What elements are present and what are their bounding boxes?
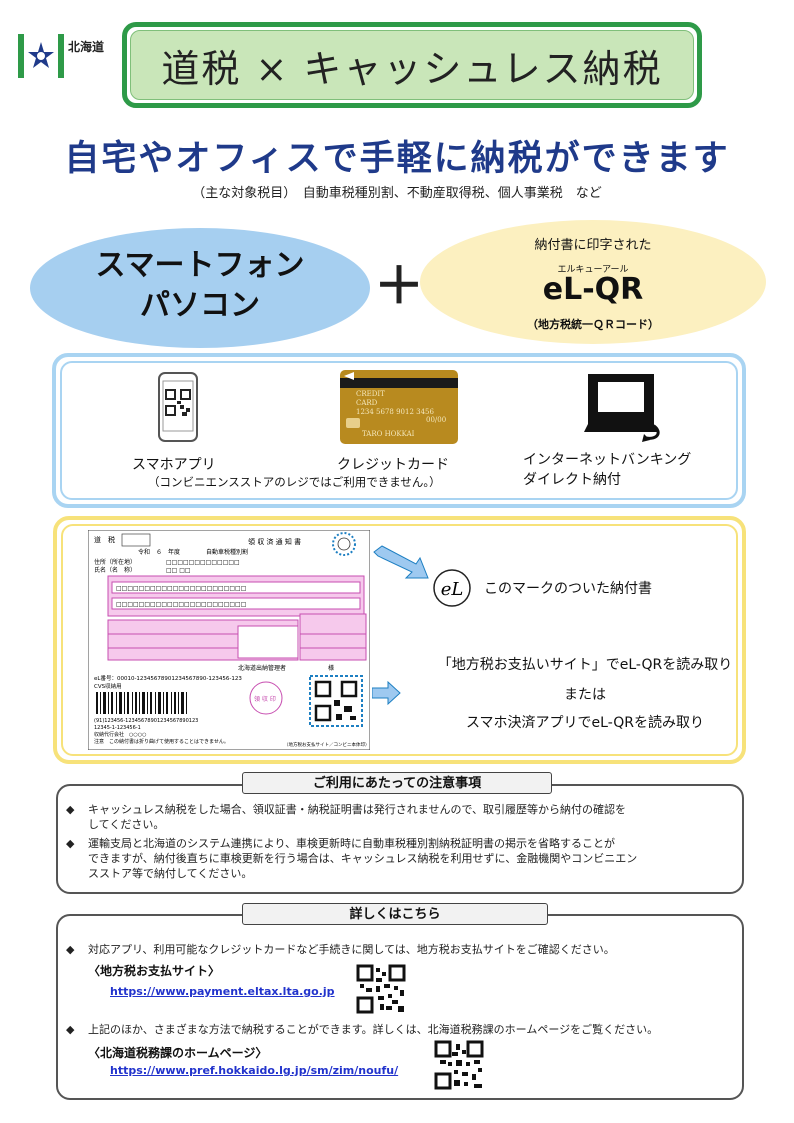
plus-sign: ＋ (374, 257, 424, 315)
devices-line2: パソコン (140, 288, 260, 323)
elqr-ruby: エルキューアール (557, 265, 629, 275)
note-item-2: ◆ 運輸支局と北海道のシステム連携により、車検更新時に自動車税種別割納税証明書の掲… (66, 836, 730, 881)
card-text-l2: CARD (356, 399, 378, 407)
sample-bill-image: 道 税 領 収 済 通 知 書 令和 ６ 年度 自動車税種別割 住所（所在地） … (88, 530, 370, 750)
bullet-icon: ◆ (66, 803, 75, 816)
arrow-to-mark-icon (373, 545, 429, 579)
el-mark-text: このマークのついた納付書 (484, 581, 652, 597)
headline: 自宅やオフィスで手軽に納税ができます (64, 139, 730, 179)
bill-box-inner (61, 524, 738, 756)
note-1-line2: してください。 (88, 818, 165, 831)
internet-banking-line1: インターネットバンキング (523, 452, 692, 468)
bill-year: 令和 ６ 年度 (138, 548, 180, 556)
credit-card-label: クレジットカード (337, 457, 449, 473)
bill-row1-boxes: □□□□□□□□□□□□□□□□□□□□□□□ (116, 585, 246, 592)
logo-text: 北海道 (68, 40, 105, 54)
devices-line1: スマートフォン (95, 248, 305, 283)
smartphone-qr-icon (158, 372, 198, 442)
internet-banking-line2: ダイレクト納付 (523, 472, 621, 488)
details-item-1: ◆ 対応アプリ、利用可能なクレジットカードなど手続きに関しては、地方税お支払サイト… (66, 942, 746, 957)
bill-el-number: eL番号：00010-12345678901234567890-123456-1… (94, 675, 242, 682)
elqr-name: eL-QR (542, 272, 644, 307)
card-stripe (340, 378, 458, 388)
bill-name-boxes: □□ □□ (166, 567, 191, 574)
site2-link[interactable]: https://www.pref.hokkaido.lg.jp/sm/zim/n… (110, 1064, 399, 1077)
card-text-l1: CREDIT (356, 390, 385, 398)
bill-sama: 様 (328, 664, 334, 672)
bill-agent: 収納代行会社 ○○○○ (94, 731, 146, 738)
card-chip (346, 418, 360, 428)
details-item-2: ◆ 上記のほか、さまざまな方法で納税することができます。詳しくは、北海道税務課のホ… (66, 1022, 746, 1037)
note-1-line1: キャッシュレス納税をした場合、領収証書・納税証明書は発行されませんので、取引履歴… (88, 803, 627, 816)
elqr-note: （地方税統一ＱＲコード） (527, 318, 659, 331)
bill-row2-boxes: □□□□□□□□□□□□□□□□□□□□□□□ (116, 601, 246, 608)
details-1-text: 対応アプリ、利用可能なクレジットカードなど手続きに関しては、地方税お支払サイトを… (88, 943, 615, 956)
bullet-icon: ◆ (66, 943, 75, 956)
site1-name: 〈地方税お支払サイト〉 (88, 964, 221, 978)
smartphone-app-label: スマホアプリ (132, 457, 216, 473)
bill-stamp: 領 収 印 (254, 695, 276, 703)
svg-text:eL: eL (441, 579, 464, 600)
card-holder: TARO HOKKAI (362, 430, 415, 438)
notes-heading: ご利用にあたっての注意事項 (242, 772, 552, 794)
bill-addr-boxes: □□□□□□□□□□□□□ (166, 559, 240, 566)
bullet-icon: ◆ (66, 1023, 75, 1036)
computer-icon (584, 374, 660, 442)
note-2-line1: 運輸支局と北海道のシステム連携により、車検更新時に自動車税種別割納税証明書の掲示… (88, 837, 616, 850)
methods-box-inner (60, 361, 738, 500)
read-line1: 「地方税お支払いサイト」でeL-QRを読み取り (437, 657, 733, 673)
site2-name: 〈北海道税務課のホームページ〉 (88, 1046, 268, 1060)
devices-ellipse (30, 228, 370, 348)
details-2-text: 上記のほか、さまざまな方法で納税することができます。詳しくは、北海道税務課のホー… (88, 1023, 659, 1036)
bill-caution: 注意 この納付書は折り曲げて使用することはできません。 (94, 738, 229, 745)
hokkaido-logo-icon (18, 34, 64, 78)
elqr-line1: 納付書に印字された (534, 238, 652, 253)
details-heading: 詳しくはこちら (242, 903, 548, 925)
bill-barcode-nums: (91)123456-12345678901234567890123 (94, 718, 198, 724)
qr-code-icon (356, 964, 406, 1014)
bill-box (53, 516, 746, 764)
bill-tax: 道 税 (94, 535, 115, 544)
note-2-line2: できますが、納付後直ちに車検更新を行う場合は、キャッシュレス納税を利用せずに、金… (88, 852, 638, 865)
bill-cvs: CVS収納用 (94, 682, 122, 690)
bill-title: 領 収 済 通 知 書 (248, 537, 301, 546)
page-title: 道税 × キャッシュレス納税 (130, 30, 694, 100)
bill-manager: 北海道出納管理者 (238, 664, 286, 672)
devices-text: スマートフォン パソコン (30, 246, 370, 326)
methods-box (52, 353, 746, 508)
bill-footer: （地方税お支払サイト／コンビニ本体印） (284, 741, 370, 748)
bill-sub-num: 12345-1-123456-1 (94, 725, 141, 731)
elqr-ellipse (420, 220, 766, 344)
qr-code-icon (434, 1040, 484, 1090)
bill-addr: 住所（所在地） (94, 558, 136, 566)
note-2-line3: スストア等で納付してください。 (88, 867, 253, 880)
card-exp: 00/00 (426, 416, 447, 424)
el-mark-icon: eL (433, 569, 471, 607)
bullet-icon: ◆ (66, 837, 75, 850)
bill-tax-kind: 自動車税種別割 (206, 548, 248, 556)
card-arrow-icon (344, 372, 354, 380)
note-item-1: ◆ キャッシュレス納税をした場合、領収証書・納税証明書は発行されませんので、取引履… (66, 802, 730, 832)
target-taxes: （主な対象税目） 自動車税種別割、不動産取得税、個人事業税 など (192, 186, 602, 201)
card-number: 1234 5678 9012 3456 (356, 408, 434, 416)
site1-link[interactable]: https://www.payment.eltax.lta.go.jp (110, 985, 335, 998)
internet-banking-label: インターネットバンキング ダイレクト納付 (523, 450, 691, 490)
read-line3: スマホ決済アプリでeL-QRを読み取り (465, 715, 705, 731)
arrow-to-read-icon (372, 680, 401, 706)
bill-name: 氏名（名 称） (94, 566, 136, 574)
smartphone-app-note: （コンビニエンスストアのレジではご利用できません。） (148, 475, 441, 489)
read-line2: または (564, 687, 606, 703)
